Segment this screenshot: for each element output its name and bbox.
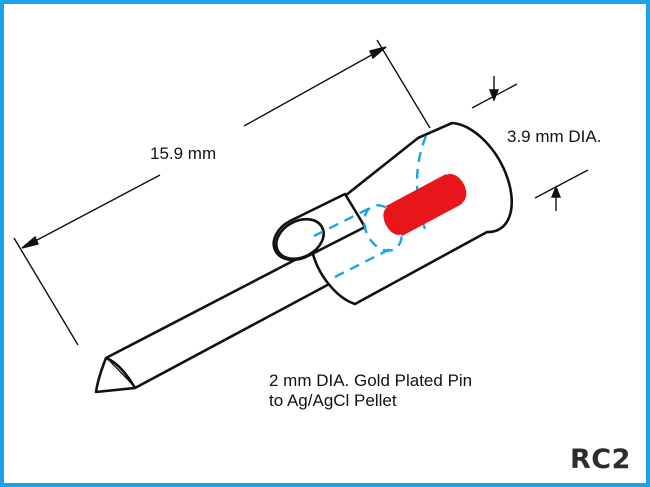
length-arrow-right (369, 46, 387, 60)
length-dimension (13, 39, 431, 346)
agcl-pellet (383, 173, 467, 236)
collar-face (275, 217, 325, 261)
pin-tip (94, 357, 136, 394)
diameter-extension-bottom (534, 169, 589, 199)
pin-tip-edge (105, 356, 137, 389)
length-label: 15.9 mm (150, 144, 217, 163)
length-extension-left (13, 237, 79, 346)
length-extension-right (376, 39, 431, 129)
diameter-dimension (471, 76, 589, 211)
diameter-arrow-bottom (550, 185, 562, 198)
diameter-label: 3.9 mm DIA. (507, 127, 602, 146)
bore-top (313, 205, 373, 238)
length-dimension-line-left (21, 174, 161, 249)
pin-description-line2: to Ag/AgCl Pellet (269, 391, 397, 410)
bore-bottom (334, 245, 395, 279)
pin-shaft (104, 247, 335, 390)
electrode-drawing (13, 39, 589, 394)
diameter-arrow-top (488, 89, 500, 102)
length-arrow-left (21, 235, 39, 249)
pin-description-line1: 2 mm DIA. Gold Plated Pin (269, 371, 473, 390)
length-dimension-line-right (243, 46, 387, 127)
model-code: RC2 (570, 444, 631, 475)
